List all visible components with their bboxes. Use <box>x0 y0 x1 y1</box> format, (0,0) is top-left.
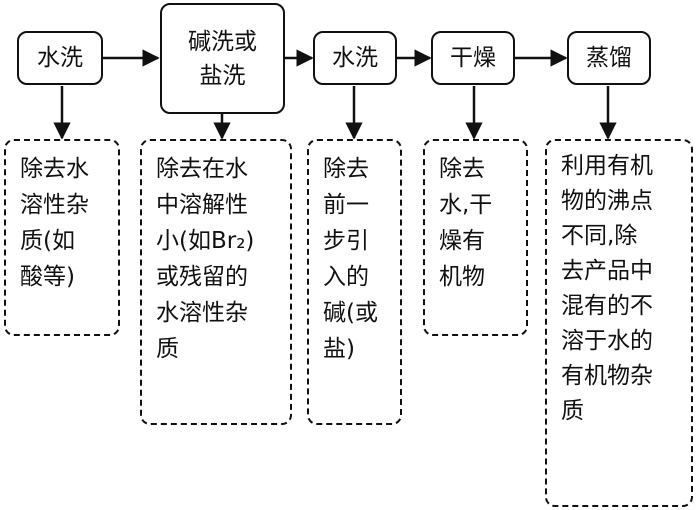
step-label: 水洗 <box>37 45 83 71</box>
note-line: 溶于水的 <box>561 328 653 354</box>
note-line: 质 <box>561 398 584 424</box>
step-box-drying: 干燥 <box>431 31 515 85</box>
step-label: 碱洗或 <box>188 28 257 55</box>
note-box-4: 除去 水,干 燥有 机物 <box>423 139 528 336</box>
note-line: 除去水 <box>20 156 89 182</box>
note-line: 除去 <box>323 156 369 182</box>
step-box-water-wash-2: 水洗 <box>313 31 397 85</box>
step-box-water-wash-1: 水洗 <box>17 31 103 85</box>
note-line: 中溶解性 <box>156 192 248 218</box>
note-line: 不同,除 <box>561 223 638 249</box>
note-line: 入的 <box>323 264 369 290</box>
step-box-alkali-or-salt-wash: 碱洗或 盐洗 <box>160 3 285 114</box>
note-line: 有机物杂 <box>561 363 653 389</box>
note-box-2: 除去在水 中溶解性 小(如Br₂) 或残留的 水溶性杂 质 <box>140 139 292 425</box>
note-line: 混有的不 <box>561 293 653 319</box>
note-line: 酸等) <box>20 264 75 290</box>
note-line: 碱(或 <box>323 300 378 326</box>
note-line: 水,干 <box>439 192 493 218</box>
note-line: 前一 <box>323 192 369 218</box>
note-line: 物的沸点 <box>561 188 653 214</box>
note-box-3: 除去 前一 步引 入的 碱(或 盐) <box>307 139 402 425</box>
note-line: 溶性杂 <box>20 192 89 218</box>
note-line: 除去 <box>439 156 485 182</box>
step-box-distillation: 蒸馏 <box>567 31 651 85</box>
note-line: 燥有 <box>439 228 485 254</box>
note-line: 水溶性杂 <box>156 300 248 326</box>
note-line: 去产品中 <box>561 258 653 284</box>
step-label: 干燥 <box>450 45 496 71</box>
note-line: 步引 <box>323 228 369 254</box>
note-line: 利用有机 <box>561 153 653 179</box>
note-line: 除去在水 <box>156 156 248 182</box>
note-line: 或残留的 <box>156 264 248 290</box>
note-line: 盐) <box>323 336 355 362</box>
note-line: 机物 <box>439 264 485 290</box>
note-line: 小(如Br₂) <box>156 228 255 254</box>
note-line: 质(如 <box>20 228 75 254</box>
step-label: 蒸馏 <box>586 45 632 71</box>
note-box-1: 除去水 溶性杂 质(如 酸等) <box>4 139 120 336</box>
step-label: 盐洗 <box>199 62 246 89</box>
step-label: 水洗 <box>332 45 378 71</box>
note-line: 质 <box>156 336 179 362</box>
note-box-5: 利用有机 物的沸点 不同,除 去产品中 混有的不 溶于水的 有机物杂 质 <box>545 139 693 507</box>
